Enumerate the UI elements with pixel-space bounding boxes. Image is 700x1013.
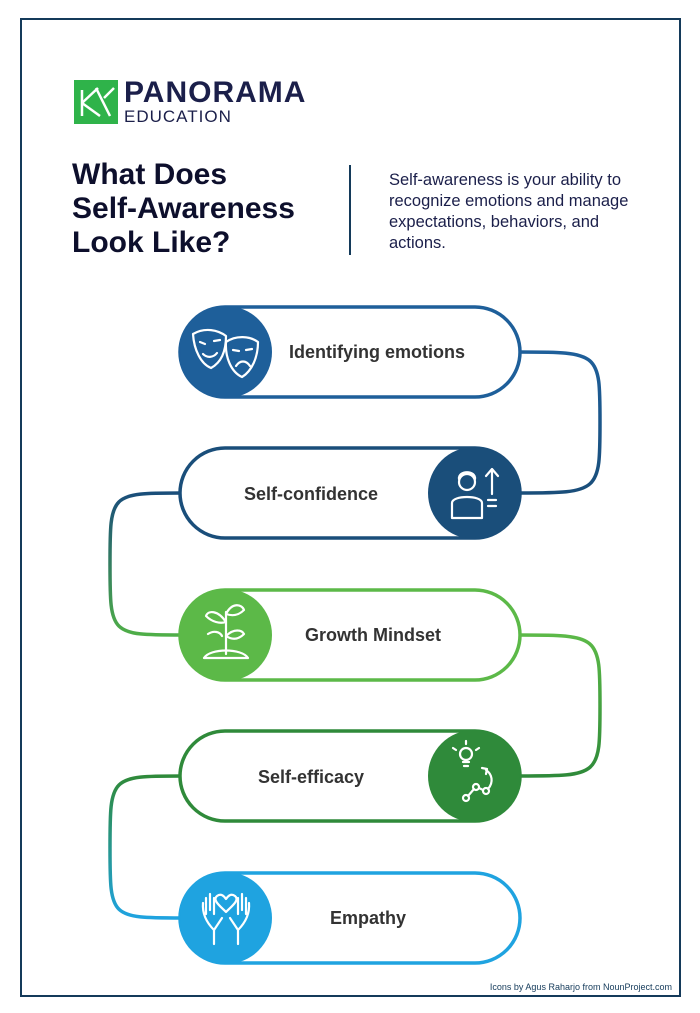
step-label-self-efficacy: Self-efficacy	[258, 767, 365, 787]
theater-masks-icon	[191, 328, 260, 379]
poster-frame	[20, 18, 681, 997]
title-line-1: What Does	[72, 158, 228, 191]
title-line-3: Look Like?	[72, 226, 231, 259]
hands-heart-icon	[201, 892, 251, 946]
lightbulb-path-icon	[451, 739, 493, 803]
circle-5	[180, 872, 272, 964]
panorama-logo: PANORAMA EDUCATION	[74, 78, 334, 128]
brand-name: PANORAMA	[124, 76, 307, 109]
person-up-arrow-icon	[450, 467, 500, 520]
connector-1	[517, 350, 602, 495]
heading-divider	[349, 165, 351, 255]
title-line-2: Self-Awareness	[72, 192, 295, 225]
intro-text: Self-awareness is your ability to recogn…	[389, 171, 629, 252]
sprout-icon	[202, 604, 250, 660]
circle-4	[428, 730, 520, 822]
step-label-self-confidence: Self-confidence	[244, 484, 379, 504]
icon-credit: Icons by Agus Raharjo from NounProject.c…	[489, 982, 672, 992]
step-label-identifying-emotions: Identifying emotions	[289, 342, 466, 362]
connector-2	[108, 491, 183, 637]
logo-mark-icon	[74, 80, 118, 124]
brand-subtitle: EDUCATION	[124, 107, 232, 126]
connector-4	[108, 774, 183, 920]
step-label-empathy: Empathy	[330, 908, 407, 928]
connector-3	[517, 633, 602, 778]
circle-2	[428, 447, 520, 539]
page-title: What Does Self-Awareness Look Like?	[72, 158, 342, 260]
step-label-growth-mindset: Growth Mindset	[305, 625, 441, 645]
